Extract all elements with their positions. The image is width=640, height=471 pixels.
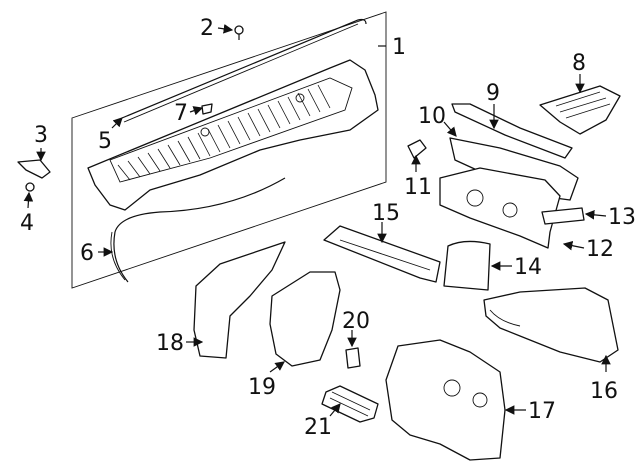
patch-13 [541, 207, 585, 225]
callout-6: 6 [80, 241, 94, 266]
nut [25, 182, 35, 192]
callout-19: 19 [248, 375, 276, 400]
callout-12: 12 [586, 237, 614, 262]
callout-4: 4 [20, 211, 34, 236]
callout-11: 11 [404, 175, 432, 200]
callout-3: 3 [34, 123, 48, 148]
side-insulator-19 [269, 271, 341, 367]
callout-10: 10 [418, 104, 446, 129]
callout-21: 21 [304, 415, 332, 440]
callout-14: 14 [514, 255, 542, 280]
dash-insulator [385, 339, 506, 461]
assembly-frame [71, 11, 387, 289]
callout-2: 2 [200, 16, 214, 41]
insulator-14 [443, 240, 491, 291]
callout-9: 9 [486, 81, 500, 106]
callout-13: 13 [608, 205, 636, 230]
leader-lines [23, 24, 611, 417]
cowl-seal [121, 18, 367, 119]
callout-7: 7 [174, 101, 188, 126]
callout-labels: 1 2 3 4 5 6 7 8 9 10 11 12 13 14 15 16 1… [20, 16, 636, 440]
floor-insulator [483, 287, 619, 363]
callout-17: 17 [528, 399, 556, 424]
grommet-20 [345, 347, 361, 369]
pad-21 [321, 385, 379, 423]
cowl-top-reinforcement [451, 103, 573, 159]
drain-hose [113, 177, 286, 283]
small-bracket-11 [407, 139, 427, 159]
cowl-panel [87, 59, 379, 211]
callout-8: 8 [572, 51, 586, 76]
small-bracket [17, 159, 51, 179]
callout-1: 1 [392, 35, 406, 60]
callout-16: 16 [590, 379, 618, 404]
callout-18: 18 [156, 331, 184, 356]
push-clip [234, 25, 244, 40]
bolt [201, 103, 213, 115]
callout-5: 5 [98, 129, 112, 154]
callout-20: 20 [342, 309, 370, 334]
upper-panel-right [539, 85, 621, 135]
callout-15: 15 [372, 201, 400, 226]
cowl-grille [117, 84, 331, 181]
dash-panel [439, 167, 561, 249]
